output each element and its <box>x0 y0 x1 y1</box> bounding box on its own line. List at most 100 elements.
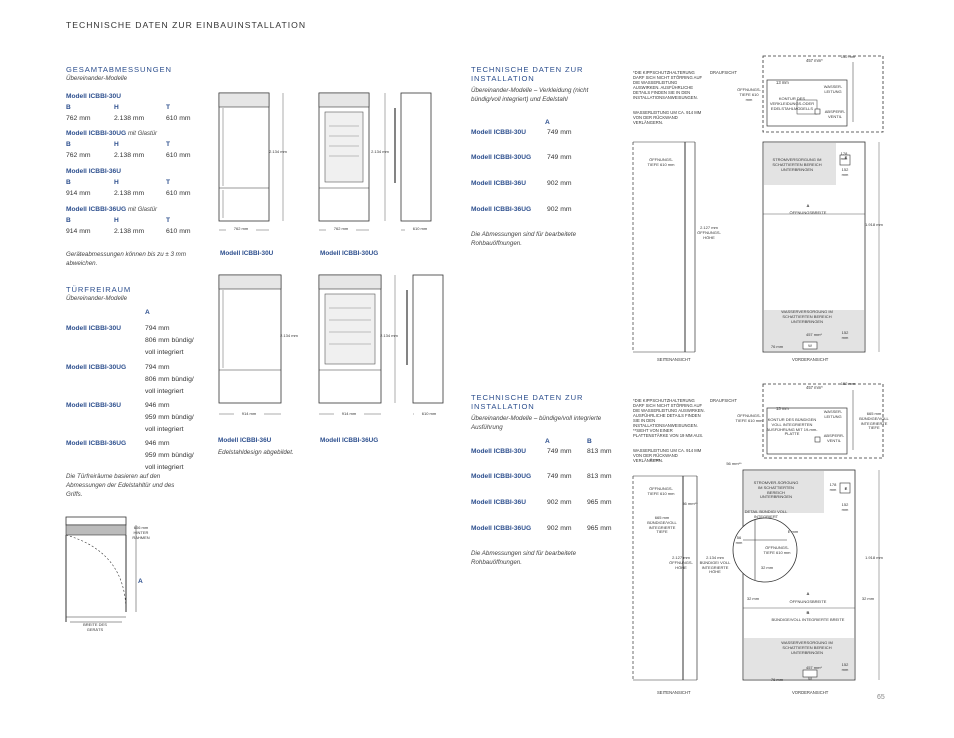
door-value: 794 mm <box>145 325 170 332</box>
plan1-hoehe: 2.127 mm ÖFFNUNGS-HÖHE <box>697 225 721 240</box>
col-b: B <box>66 104 71 111</box>
plan1-depth: ÖFFNUNGS-TIEFE 610 mm <box>737 87 761 102</box>
model-name: Modell ICBBI-36UG <box>66 440 127 447</box>
caption-30ug: Modell ICBBI-30UG <box>320 250 379 257</box>
model-note: mit Glastür <box>127 131 157 137</box>
install1-row: Modell ICBBI-30UG 749 mm <box>471 154 611 180</box>
plan1-kontur: KONTUR DES VERKLEIDUNGS-ODER EDELSTAHLMO… <box>769 96 815 111</box>
plan2-a: A <box>806 591 810 596</box>
model-name: Modell ICBBI-30U <box>66 93 121 100</box>
plan1-a: A <box>806 203 810 208</box>
model-name: Modell ICBBI-30U <box>66 325 121 332</box>
value-t: 610 mm <box>166 190 191 197</box>
overall-model: Modell ICBBI-36UG mit Glastür B H T 914 … <box>66 206 216 244</box>
fridge-30u <box>218 92 270 222</box>
plan2-d152b: 152 mm <box>841 502 849 512</box>
door-value: 806 mm bündig/ <box>145 337 194 344</box>
plan2-d457b: 457 mm* <box>805 665 822 670</box>
model-name: Modell ICBBI-30U <box>471 448 526 455</box>
door-subtitle: Übereinander-Modelle <box>66 295 128 302</box>
model-name: Modell ICBBI-36U <box>66 168 121 175</box>
col-b: B <box>66 179 71 186</box>
col-b: B <box>66 217 71 224</box>
value-a: 749 mm <box>547 154 572 161</box>
caption-note: Edelstahldesign abgebildet. <box>218 449 294 456</box>
plan2-d6: 6 mm <box>650 457 660 462</box>
caption-30u: Modell ICBBI-30U <box>220 250 274 257</box>
install1-desc: Übereinander-Modelle – Verkleidung (nich… <box>471 87 589 103</box>
value-a: 749 mm <box>547 448 572 455</box>
model-name: Modell ICBBI-30UG <box>471 154 532 161</box>
install2-table: Modell ICBBI-30U 749 mm 813 mm Modell IC… <box>471 448 621 551</box>
value-b: 762 mm <box>66 152 91 159</box>
page-header: TECHNISCHE DATEN ZUR EINBAUINSTALLATION <box>66 20 307 30</box>
height-dim: 2.134 mm <box>371 149 389 154</box>
door-value: 794 mm <box>145 364 170 371</box>
plan2-hoehe2: 2.134 mm BÜNDIGE/ VOLL INTEGRIERTE HÖHE <box>699 555 731 575</box>
install2-note: Die Abmessungen sind für bearbeitete Roh… <box>471 550 577 566</box>
plan1-seite: SEITENANSICHT <box>657 357 691 362</box>
col-t: T <box>166 217 171 224</box>
plan2-note2: **SIEHT VON EINER PLATTENSTÄRKE VON 19 M… <box>633 428 704 438</box>
caption-36u: Modell ICBBI-36U <box>218 437 272 444</box>
install1-title: TECHNISCHE DATEN ZUR INSTALLATION <box>471 65 583 83</box>
title-line: INSTALLATION <box>471 402 535 411</box>
plan2-d32b: 32 mm <box>861 596 875 601</box>
plan2-side-depth: ÖFFNUNGS-TIEFE 610 mm <box>647 486 675 496</box>
plan2-hoehe: 2.127 mm ÖFFNUNGS-HÖHE <box>669 555 693 570</box>
plan2-d665: 665 mm BÜNDIGE/VOLL INTEGRIERTE TIEFE <box>859 411 889 431</box>
door-title: TÜRFREIRAUM <box>66 285 132 294</box>
value-b: 813 mm <box>587 448 612 455</box>
model-name: Modell ICBBI-36UG <box>471 206 532 213</box>
width-dim: 914 mm <box>334 411 364 417</box>
plan1-draufsicht: DRAUFSICHT <box>710 70 737 75</box>
install1-col-a: A <box>545 119 550 126</box>
door-diagram-a: A <box>138 578 143 585</box>
overall-footnote: Geräteabmessungen können bis zu ± 3 mm a… <box>66 251 186 267</box>
model-name: Modell ICBBI-30UG <box>66 130 127 137</box>
col-t: T <box>166 179 171 186</box>
install-plan-1 <box>632 55 884 353</box>
plan2-depth: ÖFFNUNGS-TIEFE 610 mm <box>735 413 763 423</box>
plan1-strom: STROMVERSORGUNG IM SCHATTIERTEN BEREICH … <box>772 157 822 172</box>
model-name: Modell ICBBI-36U <box>471 180 526 187</box>
width-dim: 762 mm <box>326 226 356 232</box>
door-value: 946 mm <box>145 440 170 447</box>
value-b: 762 mm <box>66 115 91 122</box>
overall-subtitle: Übereinander-Modelle <box>66 75 128 82</box>
plan2-d178: 178 mm <box>829 482 837 492</box>
col-t: T <box>166 141 171 148</box>
height-dim: 2.134 mm <box>380 333 398 338</box>
install1-row: Modell ICBBI-30U 749 mm <box>471 129 611 154</box>
plan2-d152c: 152 mm <box>841 662 849 672</box>
plan1-note2: WASSERLEITUNG UM CA. 914 MM VON DER RÜCK… <box>633 110 702 125</box>
plan1-d457: 457 mm* <box>806 58 823 63</box>
value-b: 965 mm <box>587 499 612 506</box>
install1-row: Modell ICBBI-36U 902 mm <box>471 180 611 206</box>
door-value: 806 mm bündig/ <box>145 376 194 383</box>
plan2-d56b: 56 mm** <box>682 501 698 506</box>
title-line: INSTALLATION <box>471 74 535 83</box>
install1-row: Modell ICBBI-36UG 902 mm <box>471 206 611 232</box>
install2-col-b: B <box>587 438 592 445</box>
plan2-d457: 457 mm* <box>806 385 823 390</box>
plan1-d76: 76 mm <box>770 344 784 349</box>
install1-table: Modell ICBBI-30U 749 mm Modell ICBBI-30U… <box>471 129 611 232</box>
install2-col-a: A <box>545 438 550 445</box>
plan1-breite: ÖFFNUNGSBREITE <box>789 210 827 215</box>
model-name: Modell ICBBI-30UG <box>471 473 532 480</box>
value-t: 610 mm <box>166 152 191 159</box>
plan1-absperr: ABSPERR-VENTIL <box>824 109 846 119</box>
overall-table: Modell ICBBI-30U B H T 762 mm 2.138 mm 6… <box>66 93 216 244</box>
plan2-strom: STROMVER-SORGUNG IM SCHATTIERTEN BEREICH… <box>753 480 799 500</box>
title-line: TECHNISCHE DATEN ZUR <box>471 65 584 74</box>
value-h: 2.138 mm <box>114 115 145 122</box>
model-name: Modell ICBBI-36U <box>471 499 526 506</box>
value-b: 813 mm <box>587 473 612 480</box>
door-value: voll integriert <box>145 426 184 433</box>
door-row: Modell ICBBI-36UG 946 mm 959 mm bündig/ … <box>66 440 226 478</box>
install2-row: Modell ICBBI-36UG 902 mm 965 mm <box>471 525 621 551</box>
plan2-d13: 13 mm <box>776 406 789 411</box>
plan2-detail: DETAIL BÜNDIG/ VOLL INTEGRIERT <box>744 509 788 519</box>
door-row: Modell ICBBI-30UG 794 mm 806 mm bündig/ … <box>66 364 226 402</box>
